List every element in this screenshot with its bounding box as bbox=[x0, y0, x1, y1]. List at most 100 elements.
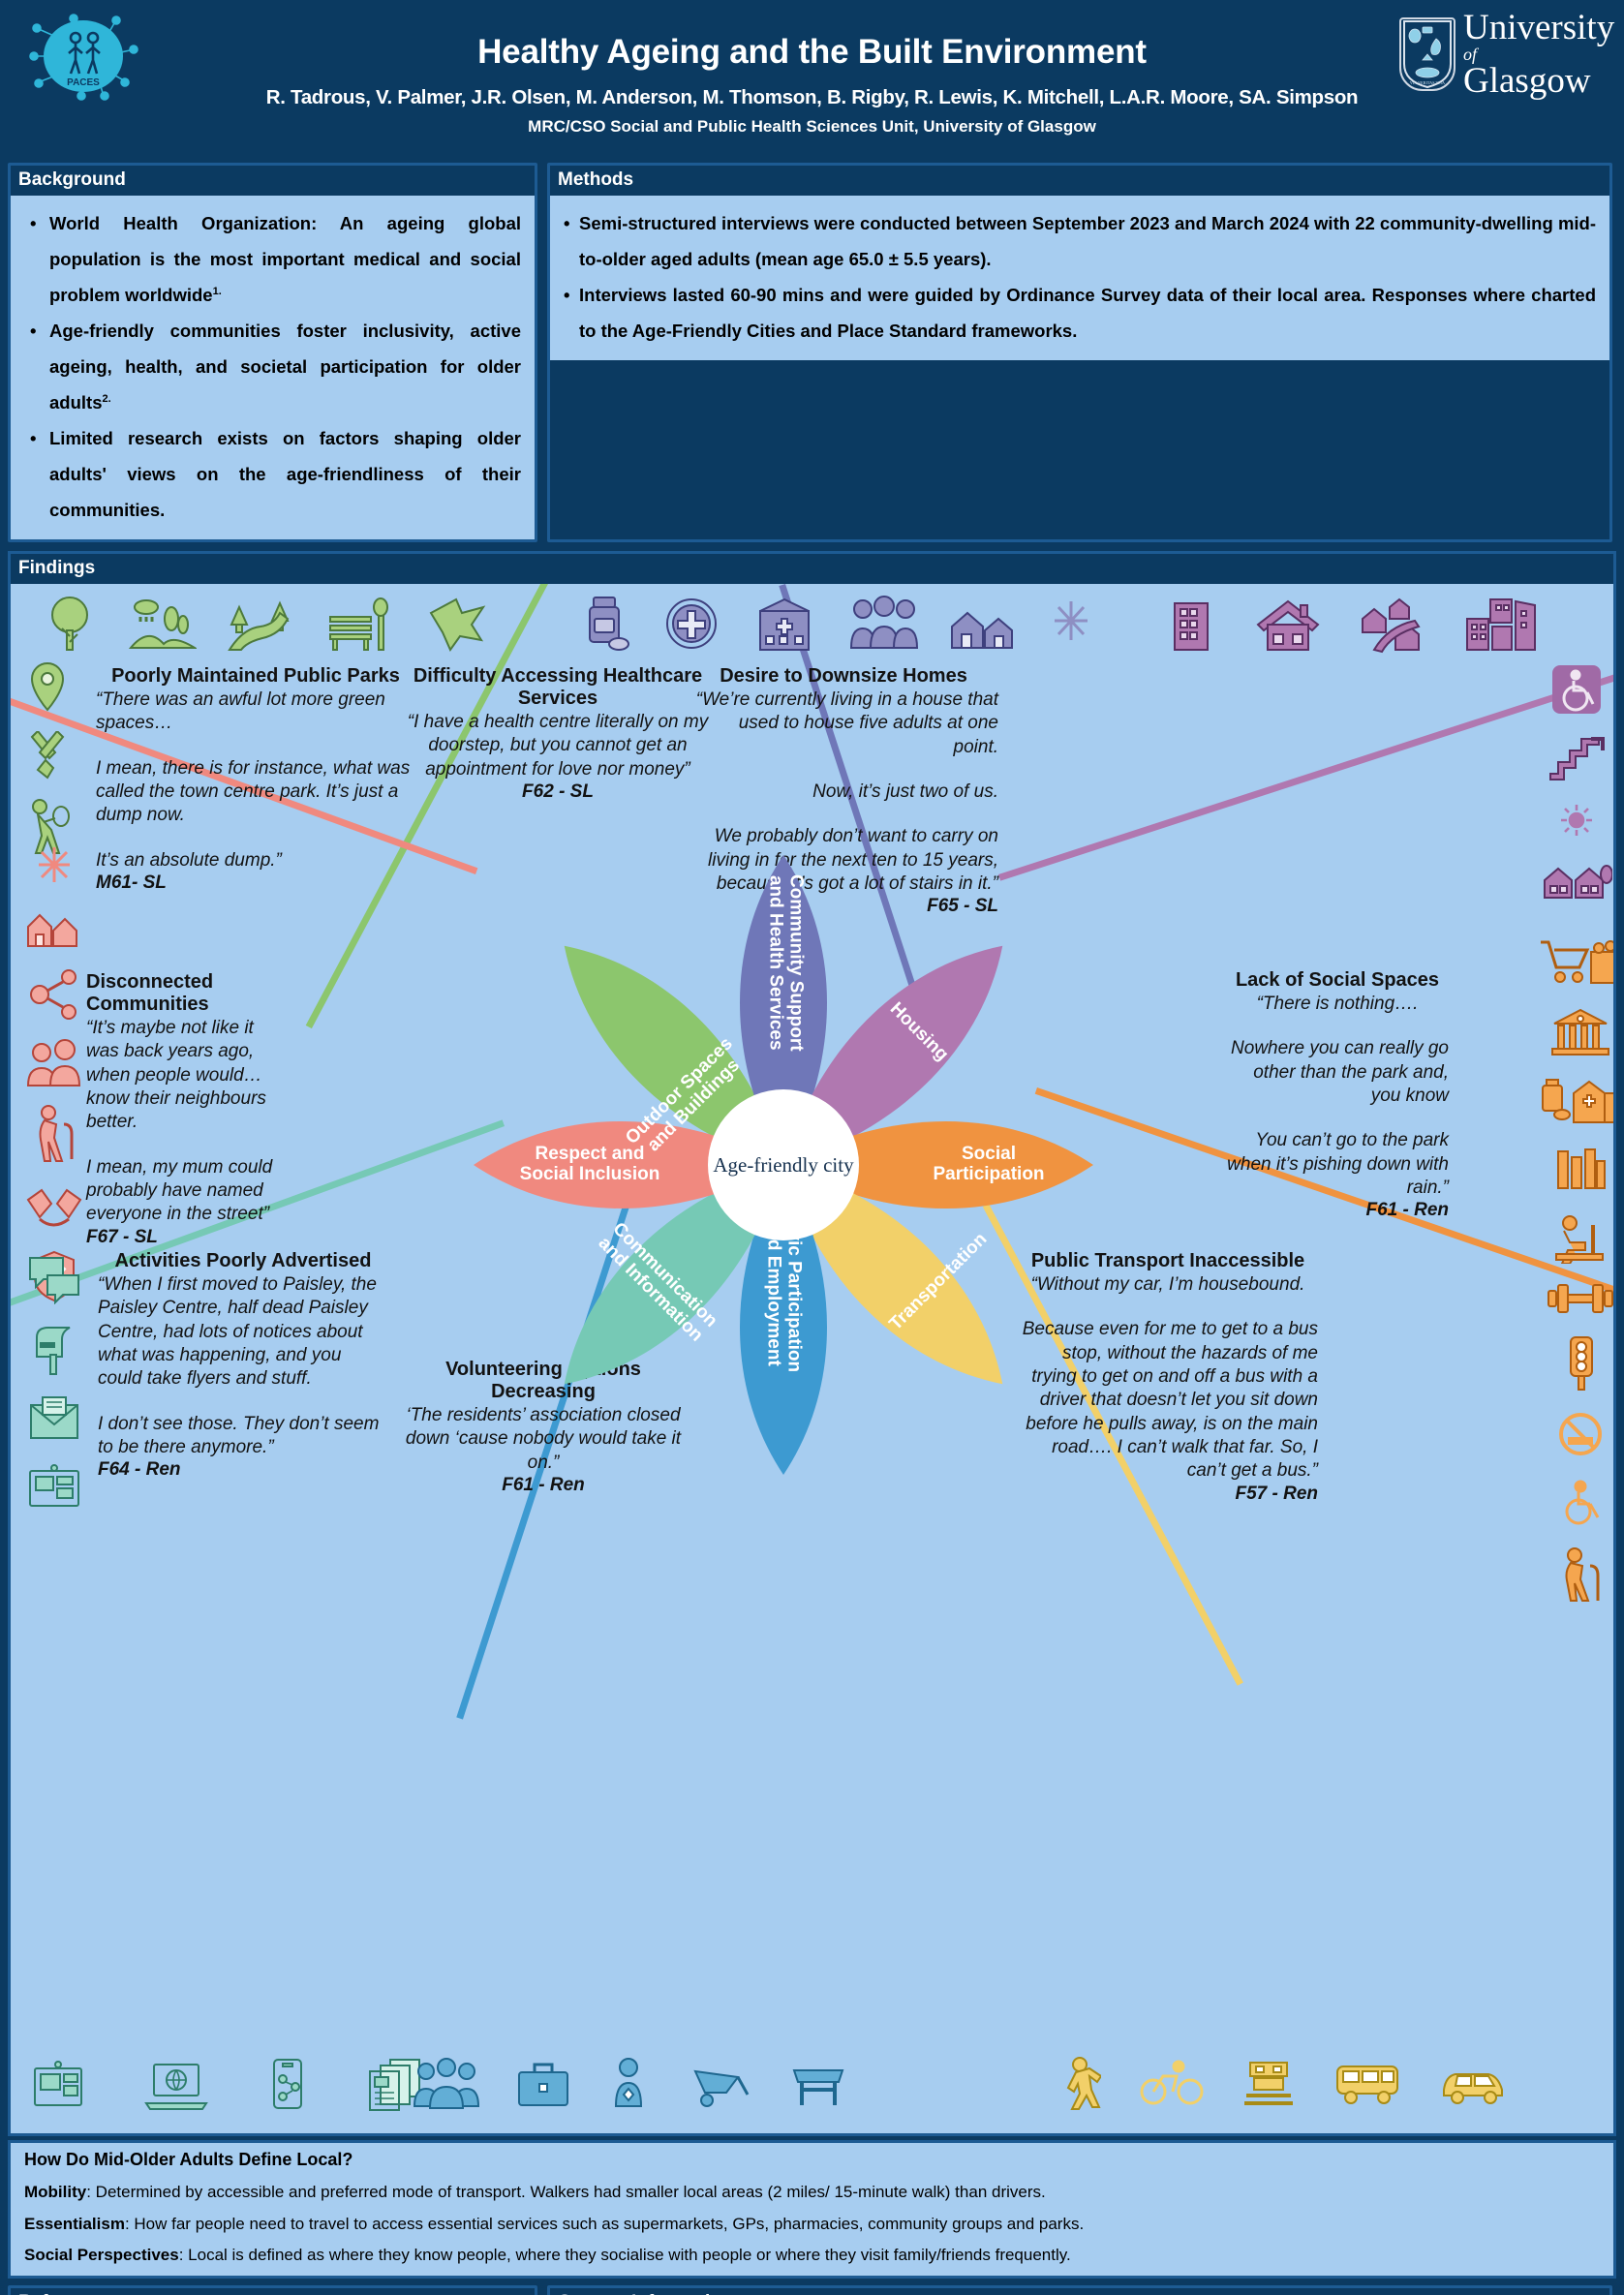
define-local-term: Essentialism bbox=[24, 2214, 125, 2233]
house-icon bbox=[1256, 599, 1320, 651]
quote-attribution: F61 - Ren bbox=[502, 1474, 585, 1495]
wheelbarrow-icon bbox=[693, 2069, 750, 2107]
uofg-motto: VIA VERITAS VITA bbox=[1410, 80, 1445, 85]
author-list: R. Tadrous, V. Palmer, J.R. Olsen, M. An… bbox=[265, 85, 1359, 108]
quote-text: ‘The residents’ association closed down … bbox=[405, 1405, 682, 1473]
no-smoking-icon bbox=[1559, 1413, 1602, 1455]
poster-header: PACES Healthy Ageing and the Built Envir… bbox=[0, 0, 1624, 163]
icon-column-left-salmon bbox=[24, 843, 84, 1302]
background-ref-2: 2. bbox=[102, 392, 111, 405]
background-bullet: Age-friendly communities foster inclusiv… bbox=[24, 313, 521, 420]
people-icon bbox=[26, 1039, 81, 1086]
cyclist-icon bbox=[1140, 2060, 1204, 2105]
icon-strip-blue-bottom bbox=[413, 2056, 848, 2110]
background-panel-body: World Health Organization: An ageing glo… bbox=[11, 196, 535, 539]
icon-column-right-purple bbox=[1541, 663, 1612, 902]
quote-attribution: F61 - Ren bbox=[1365, 1200, 1449, 1221]
background-bullet-text: Age-friendly communities foster inclusiv… bbox=[49, 321, 521, 413]
library-icon bbox=[1557, 1148, 1606, 1189]
elderly-cane-icon bbox=[39, 1105, 74, 1162]
icon-strip-yellow-bottom bbox=[1057, 2056, 1508, 2110]
icon-strip-purpleblue-top bbox=[582, 594, 1093, 654]
quote-text: I don’t see those. They don’t seem to be… bbox=[98, 1413, 380, 1457]
findings-panel: Findings bbox=[8, 551, 1616, 2136]
quote-heading: Poorly Maintained Public Parks bbox=[111, 665, 400, 687]
define-local-title: How Do Mid-Older Adults Define Local? bbox=[24, 2150, 353, 2169]
background-ref-1: 1. bbox=[212, 285, 222, 297]
quote-text: Nowhere you can really go other than the… bbox=[1231, 1038, 1449, 1106]
wheelchair-access-icon bbox=[1565, 1480, 1600, 1525]
quote-text: Now, it’s just two of us. bbox=[812, 780, 998, 802]
quote-text: “There was an awful lot more green space… bbox=[96, 689, 385, 734]
quote-text: “When I first moved to Paisley, the Pais… bbox=[98, 1274, 377, 1390]
background-panel-title: Background bbox=[11, 166, 535, 196]
uofg-wordmark: University of Glasgow bbox=[1463, 10, 1614, 99]
icon-column-left bbox=[24, 659, 71, 857]
contact-panel: Contact Information Email: ragy.tadrous@… bbox=[547, 2284, 1612, 2295]
market-stall-icon bbox=[792, 2069, 844, 2105]
quote-heading: Public Transport Inaccessible bbox=[1030, 1250, 1305, 1271]
paces-logo-label: PACES bbox=[67, 77, 100, 88]
icon-strip-green-top bbox=[40, 594, 491, 654]
walking-stick-icon bbox=[1565, 1547, 1600, 1602]
uofg-line-glasgow: Glasgow bbox=[1463, 61, 1591, 101]
define-local-term: Mobility bbox=[24, 2183, 87, 2201]
flower-hub-label: Age-friendly city bbox=[708, 1089, 859, 1240]
volunteer-icon bbox=[614, 2058, 643, 2107]
dumbbell-icon bbox=[1547, 1284, 1613, 1313]
define-local-item: Social Perspectives: Local is defined as… bbox=[24, 2246, 1600, 2265]
map-pin-icon bbox=[429, 597, 486, 653]
university-of-glasgow-logo: VIA VERITAS VITA University of Glasgow bbox=[1399, 6, 1614, 103]
walking-person-icon bbox=[1066, 2057, 1101, 2110]
uofg-line-of: of bbox=[1463, 45, 1478, 64]
page-title: Healthy Ageing and the Built Environment bbox=[477, 32, 1147, 71]
noticeboard-icon bbox=[29, 1464, 79, 1507]
icon-column-left-teal bbox=[24, 1252, 84, 1512]
sun-icon bbox=[1561, 805, 1592, 836]
quote-block-disconnected: Disconnected Communities “It’s maybe not… bbox=[86, 971, 280, 1248]
affiliation: MRC/CSO Social and Public Health Science… bbox=[528, 116, 1096, 136]
define-local-text: : How far people need to travel to acces… bbox=[124, 2214, 1085, 2233]
methods-bullet: Semi-structured interviews were conducte… bbox=[564, 205, 1596, 277]
quote-block-parks: Poorly Maintained Public Parks “There wa… bbox=[96, 665, 415, 894]
define-local-panel: How Do Mid-Older Adults Define Local? Mo… bbox=[8, 2140, 1616, 2279]
background-panel: Background World Health Organization: An… bbox=[8, 163, 537, 542]
age-friendly-city-flower-diagram: Outdoor Spaces and Buildings Community S… bbox=[435, 816, 1132, 1514]
hospital-icon bbox=[759, 597, 810, 651]
quote-heading: Disconnected Communities bbox=[86, 971, 214, 1015]
neighbourhood-icon bbox=[1544, 865, 1612, 899]
documents-icon bbox=[369, 2059, 420, 2111]
findings-panel-title: Findings bbox=[11, 554, 1613, 584]
quote-block-activities: Activities Poorly Advertised “When I fir… bbox=[98, 1250, 388, 1481]
footer-row: References Rudnicka et al. The World Hea… bbox=[0, 2279, 1624, 2295]
wheelchair-icon bbox=[1552, 665, 1601, 714]
mobile-network-icon bbox=[273, 2059, 302, 2109]
define-local-item: Mobility: Determined by accessible and p… bbox=[24, 2183, 1600, 2202]
people-group-icon bbox=[413, 2058, 480, 2109]
references-panel: References Rudnicka et al. The World Hea… bbox=[8, 2284, 537, 2295]
methods-panel-title: Methods bbox=[550, 166, 1609, 196]
path-trees-icon bbox=[228, 600, 290, 651]
shopping-row-icon bbox=[1541, 940, 1613, 984]
train-icon bbox=[1244, 2062, 1293, 2105]
background-bullet: Limited research exists on factors shapi… bbox=[24, 420, 521, 528]
quote-attribution: F62 - SL bbox=[522, 780, 594, 802]
apartment-block-icon bbox=[1174, 602, 1209, 651]
quote-text: I mean, there is for instance, what was … bbox=[96, 757, 411, 826]
snowflake-icon bbox=[1055, 601, 1088, 640]
exercise-bench-icon bbox=[1555, 1215, 1604, 1264]
quote-text: You can’t go to the park when it’s pishi… bbox=[1227, 1130, 1449, 1198]
location-pin-icon bbox=[30, 661, 65, 712]
uofg-crest-icon: VIA VERITAS VITA bbox=[1399, 17, 1455, 91]
briefcase-icon bbox=[518, 2063, 568, 2106]
tennis-player-icon bbox=[32, 799, 70, 854]
traffic-light-icon bbox=[1570, 1336, 1593, 1391]
houses-path-icon bbox=[1362, 597, 1421, 654]
stairs-arrow-icon bbox=[1549, 737, 1605, 780]
city-buildings-icon bbox=[1466, 598, 1536, 651]
header-text-block: Healthy Ageing and the Built Environment… bbox=[0, 27, 1624, 137]
paces-logo: PACES bbox=[21, 8, 167, 105]
quote-attribution: F65 - SL bbox=[927, 896, 998, 917]
quote-heading: Lack of Social Spaces bbox=[1235, 969, 1440, 991]
